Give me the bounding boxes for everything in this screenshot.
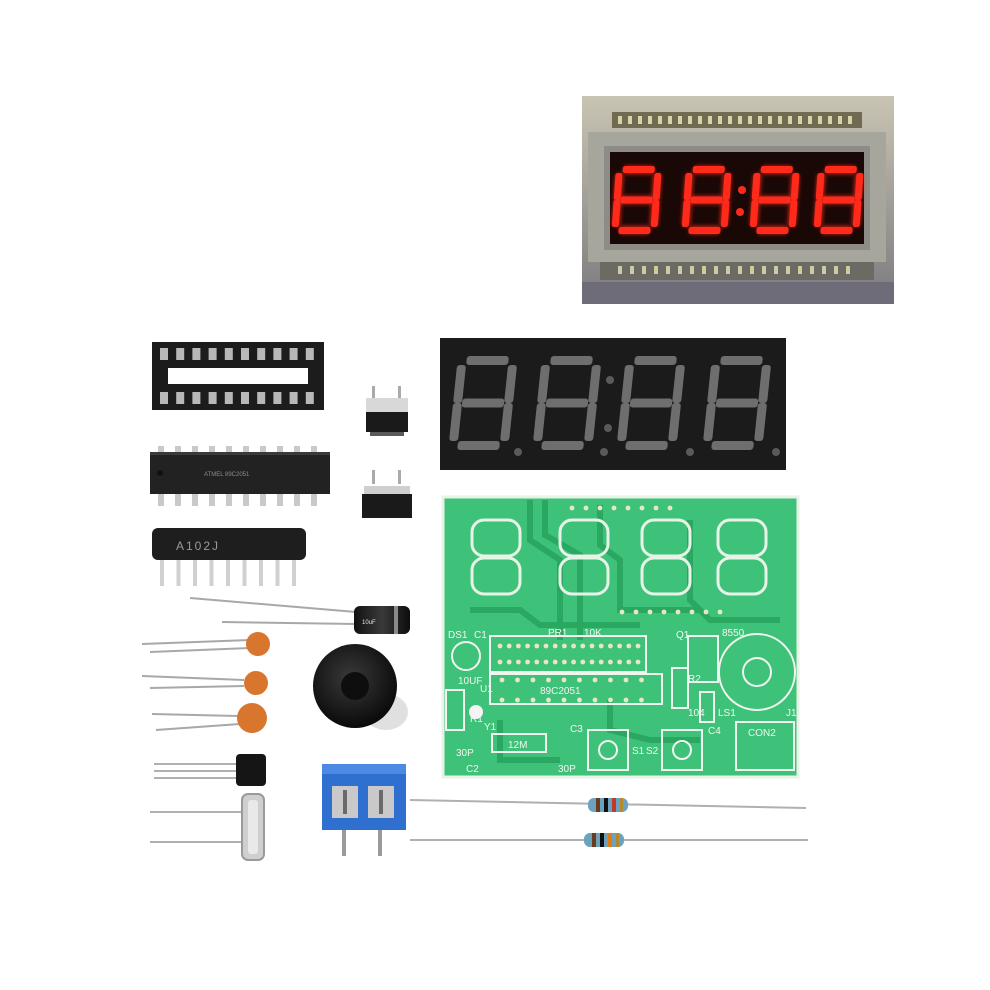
ic-socket	[152, 342, 324, 410]
unlit-digit-1	[449, 356, 517, 450]
lit-digit-2	[681, 166, 732, 234]
pcb-label-con2: CON2	[748, 728, 776, 739]
pcb-label-s2: S2	[646, 746, 659, 757]
pcb-label-c3: C3	[570, 724, 583, 735]
pcb-label-10uf: 10UF	[458, 676, 482, 687]
pcb-label-pr1: PR1	[548, 628, 568, 639]
pcb-label-8550: 8550	[722, 628, 745, 639]
crystal-oscillator	[150, 793, 265, 861]
pcb-label-s1: S1	[632, 746, 645, 757]
lit-digits	[611, 166, 864, 234]
pcb-label-q1: Q1	[676, 630, 690, 641]
pcb-label-30p-1: 30P	[456, 748, 474, 759]
pcb-digit-outline-1	[470, 518, 522, 596]
pcb-digit-outline-2	[558, 518, 610, 596]
resistor-1	[409, 798, 807, 812]
pcb-label-12m: 12M	[508, 740, 527, 751]
resistor-array: A102J	[152, 528, 306, 586]
pcb-label-ls1: LS1	[718, 708, 736, 719]
pcb-label-89c2051: 89C2051	[540, 686, 581, 697]
screw-terminal-block	[322, 764, 406, 856]
pcb-digit-outline-4	[716, 518, 768, 596]
pcb-label-r1: R1	[470, 714, 483, 725]
tact-switch-2	[362, 470, 412, 518]
colon-dot-top	[738, 186, 746, 194]
pcb-label-c2: C2	[466, 764, 479, 775]
pcb-label-ds1: DS1	[448, 630, 468, 641]
pcb-label-30p-2: 30P	[558, 764, 576, 775]
pcb-label-j1: J1	[786, 708, 797, 719]
pcb-label-u1: U1	[480, 684, 493, 695]
pcb-label-c1: C1	[474, 630, 487, 641]
pcb-board: DS1 C1 PR1 10K Q1 8550 10UF U1 89C2051 R…	[441, 495, 800, 779]
seven-segment-display	[440, 338, 786, 470]
capacitor-marking: 10uF	[362, 620, 376, 626]
pcb-digit-outline-3	[640, 518, 692, 596]
unlit-digit-3	[617, 356, 685, 450]
pcb-label-y1: Y1	[484, 722, 497, 733]
inset-display-photo	[582, 96, 894, 304]
electrolytic-capacitor: 10uF	[189, 597, 410, 634]
colon-dot-bottom	[736, 208, 744, 216]
lit-digit-1	[611, 166, 662, 234]
resistor-array-marking: A102J	[176, 539, 220, 553]
mcu-chip: ATMEL 89C2051	[150, 446, 330, 506]
pcb-label-10k: 10K	[584, 628, 602, 639]
mcu-marking: ATMEL 89C2051	[204, 472, 250, 478]
transistor	[154, 754, 266, 786]
unlit-digit-4	[703, 356, 771, 450]
lit-digit-3	[749, 166, 800, 234]
pcb-label-c4: C4	[708, 726, 721, 737]
buzzer	[313, 644, 408, 730]
pcb-label-r2: R2	[688, 674, 701, 685]
lit-digit-4	[813, 166, 864, 234]
resistor-2	[410, 833, 808, 847]
tact-switch-1	[366, 386, 408, 436]
unlit-digit-2	[533, 356, 601, 450]
pcb-label-104: 104	[688, 708, 705, 719]
ceramic-capacitors	[141, 632, 270, 733]
